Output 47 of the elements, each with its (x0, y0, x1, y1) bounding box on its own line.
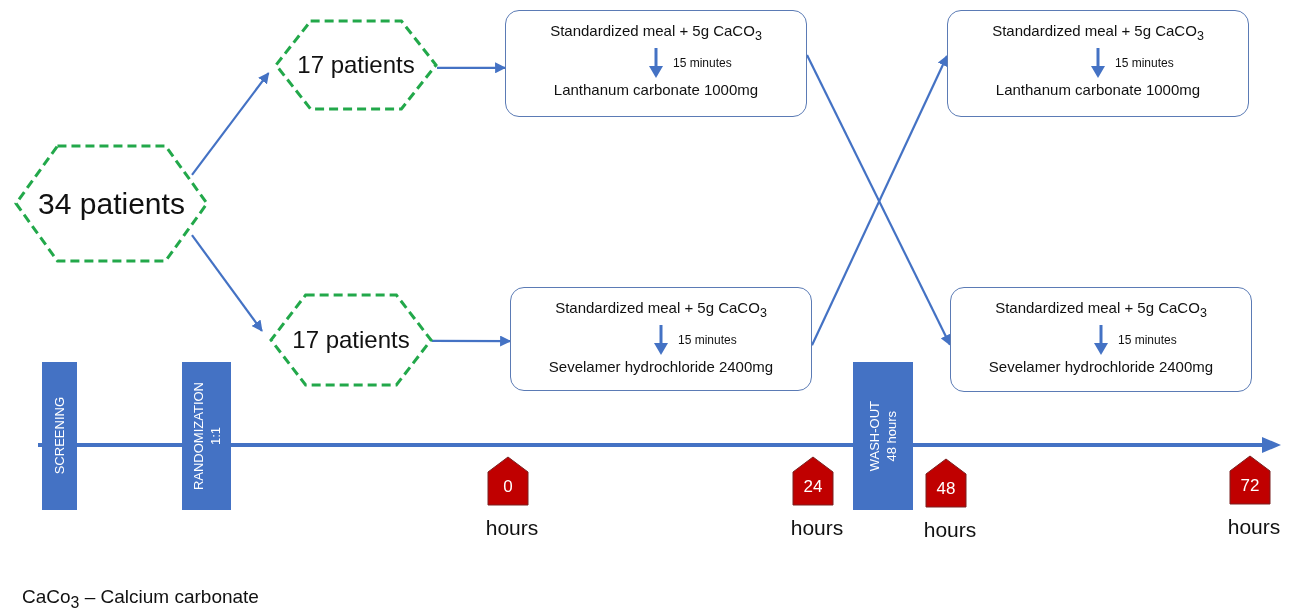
phase-label: RANDOMIZATION (190, 381, 206, 491)
step-text: Standardized meal + 5g CaCO$_{3}$ (550, 21, 762, 45)
phase-label: 48 hours (884, 410, 899, 462)
interval-text: 15 minutes (1115, 56, 1174, 70)
step-text: Standardized meal + 5g CaCO$_{3}$ (555, 298, 767, 322)
step-text: Lanthanum carbonate 1000mg (995, 80, 1201, 100)
phase-label: SCREENING (52, 397, 67, 475)
interval-text: 15 minutes (678, 333, 737, 347)
timepoint-value: 72 (1240, 476, 1260, 496)
timepoint-value: 24 (803, 477, 823, 497)
timepoint-marker (792, 456, 834, 506)
step-text: Lanthanum carbonate 1000mg (553, 80, 759, 100)
group-label: 17 patients (292, 326, 410, 354)
time-unit-label: hours (790, 516, 844, 540)
step-text: Sevelamer hydrochloride 2400mg (988, 357, 1214, 377)
treatment-box (510, 287, 812, 391)
phase-bar (42, 362, 77, 510)
phase-bar (182, 362, 231, 510)
time-unit-label: hours (1227, 515, 1281, 539)
group-label: 17 patients (297, 51, 415, 79)
timepoint-marker (487, 456, 529, 506)
arrow (432, 335, 512, 347)
interval-text: 15 minutes (673, 56, 732, 70)
time-unit-label: hours (485, 516, 539, 540)
footnote: CaCo$_{3}$ – Calcium carbonate (22, 586, 259, 612)
group-hexagon (275, 20, 437, 110)
timepoint-value: 0 (503, 477, 513, 497)
phase-label: WASH-OUT (867, 400, 882, 472)
treatment-box (947, 10, 1249, 117)
time-unit-label: hours (923, 518, 977, 542)
step-text: Sevelamer hydrochloride 2400mg (548, 357, 774, 377)
phase-label: 1:1 (207, 426, 223, 446)
timepoint-marker (925, 458, 967, 508)
interval-text: 15 minutes (1118, 333, 1177, 347)
step-text: Standardized meal + 5g CaCO$_{3}$ (992, 21, 1204, 45)
arrow (191, 234, 263, 332)
timepoint-marker (1229, 455, 1271, 505)
arrow (437, 62, 507, 74)
treatment-box (950, 287, 1252, 392)
timepoint-value: 48 (936, 479, 956, 499)
phase-bar (853, 362, 913, 510)
group-label: 34 patients (38, 186, 185, 221)
group-hexagon (270, 294, 432, 386)
treatment-box (505, 10, 807, 117)
group-hexagon (15, 145, 208, 262)
step-text: Standardized meal + 5g CaCO$_{3}$ (995, 298, 1207, 322)
arrow (191, 72, 270, 176)
